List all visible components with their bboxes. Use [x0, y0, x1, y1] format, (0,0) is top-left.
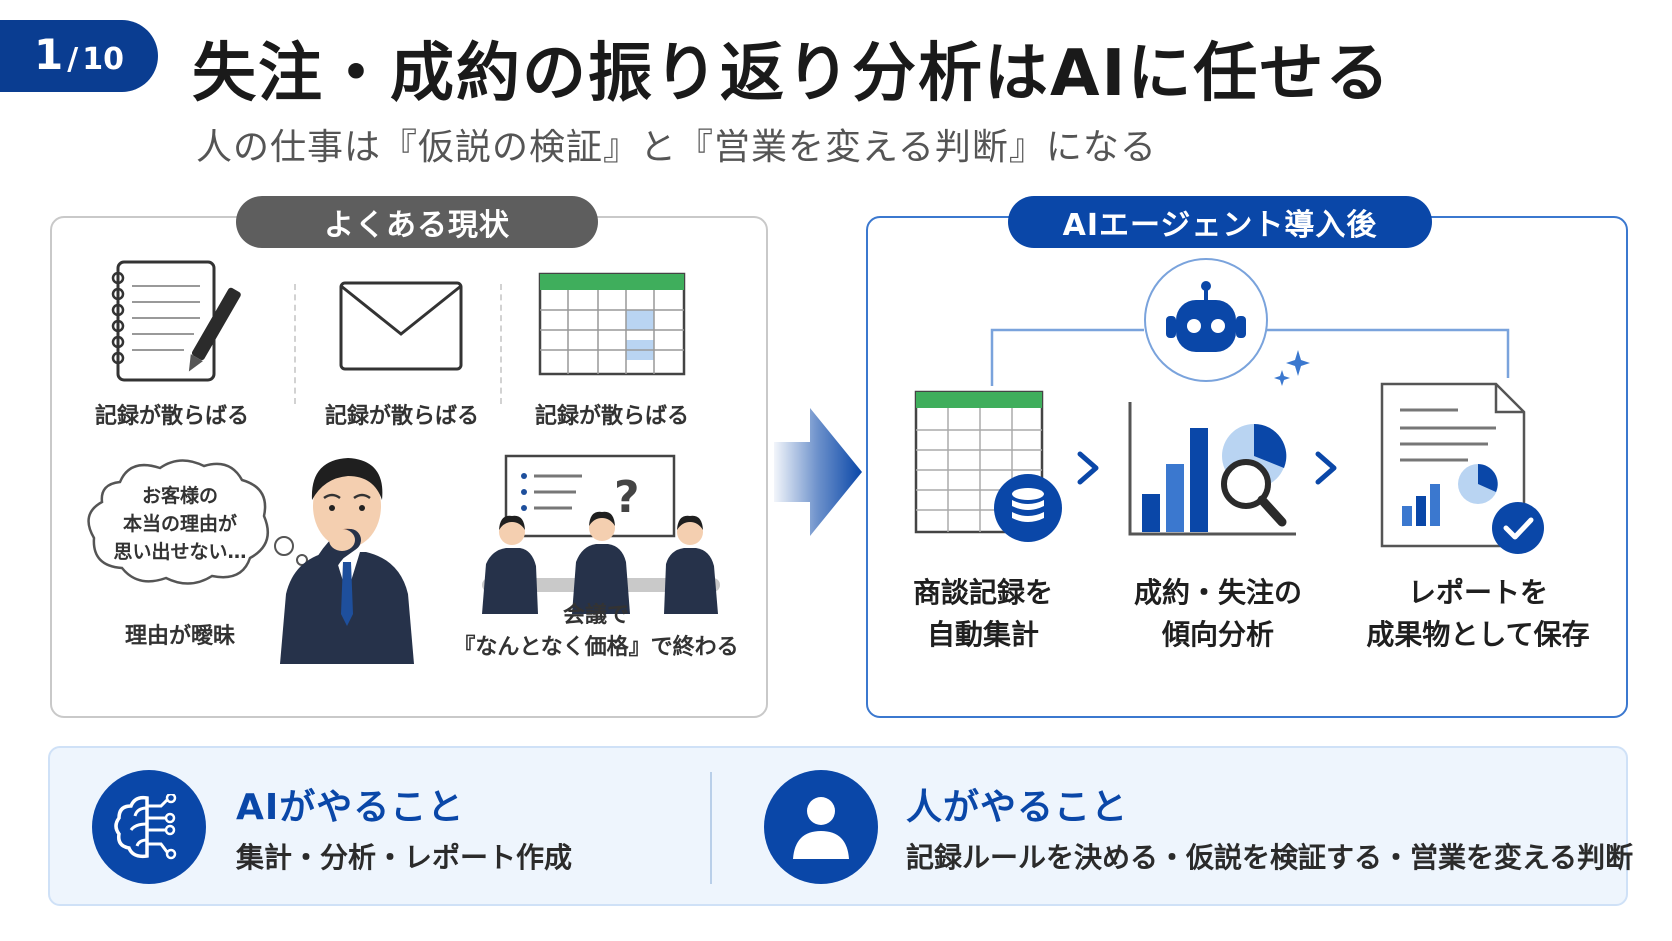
reason-unclear-label: 理由が曖昧	[124, 624, 235, 649]
step-3-line-2: 成果物として保存	[1366, 618, 1590, 651]
envelope-icon	[338, 280, 464, 372]
brain-circuit-icon	[92, 770, 206, 884]
divider	[710, 772, 712, 884]
current-state-tag: よくある現状	[236, 196, 598, 248]
notebook-icon	[104, 256, 244, 386]
meeting-illustration: ?	[476, 454, 726, 614]
spreadsheet-icon	[538, 272, 686, 376]
person-icon	[764, 770, 878, 884]
thought-line-1: お客様の	[141, 485, 218, 507]
scattered-label-2: 記録が散らばる	[324, 404, 479, 429]
analytics-chart-icon	[1126, 398, 1306, 548]
scattered-label-1: 記録が散らばる	[94, 404, 249, 429]
scattered-label-3: 記録が散らばる	[534, 404, 689, 429]
step-2-line-2: 傾向分析	[1161, 618, 1274, 651]
slide-total: 10	[82, 42, 124, 77]
thought-dot-icon	[274, 536, 294, 556]
slide-separator: /	[67, 42, 79, 77]
page-title: 失注・成約の振り返り分析はAIに任せる	[192, 37, 1392, 111]
thought-line-2: 本当の理由が	[122, 513, 237, 535]
step-1-label: 商談記録を 自動集計	[878, 572, 1088, 656]
ai-role-body: 集計・分析・レポート作成	[236, 841, 573, 874]
chevron-right-icon	[1312, 448, 1342, 492]
step-2-label: 成約・失注の 傾向分析	[1098, 572, 1338, 656]
role-summary-bar: AIがやること 集計・分析・レポート作成 人がやること 記録ルールを決める・仮説…	[48, 746, 1633, 906]
step-3-label: レポートを 成果物として保存	[1348, 572, 1608, 656]
meeting-label-line-1: 会議で	[562, 603, 629, 628]
human-role-heading: 人がやること	[906, 787, 1129, 828]
connector-lines	[990, 328, 1510, 386]
divider	[294, 284, 296, 404]
thought-bubble: お客様の 本当の理由が 思い出せない…	[80, 454, 280, 594]
slide-number-badge: 1 / 10	[0, 20, 158, 92]
database-table-icon	[914, 390, 1074, 542]
after-ai-tag: AIエージェント導入後	[1008, 196, 1432, 248]
sparkle-icon	[1272, 348, 1312, 392]
step-3-line-1: レポートを	[1407, 576, 1548, 609]
current-state-panel: よくある現状 記録が散らばる 記録が散らばる	[50, 196, 768, 718]
ai-role-heading: AIがやること	[236, 787, 465, 828]
transition-arrow-icon	[774, 408, 862, 540]
worried-businessman-icon	[274, 444, 420, 675]
step-1-line-1: 商談記録を	[912, 576, 1053, 609]
human-role-body: 記録ルールを決める・仮説を検証する・営業を変える判断	[906, 841, 1634, 874]
robot-icon	[1144, 258, 1268, 382]
svg-text:?: ?	[614, 472, 640, 523]
chevron-right-icon	[1074, 448, 1104, 492]
slide-current: 1	[34, 30, 64, 79]
divider	[500, 284, 502, 404]
step-1-line-2: 自動集計	[926, 618, 1039, 651]
page-subtitle: 人の仕事は『仮説の検証』と『営業を変える判断』になる	[196, 127, 1157, 168]
step-2-line-1: 成約・失注の	[1133, 576, 1302, 609]
after-ai-panel: AIエージェント導入後	[866, 196, 1628, 718]
report-document-icon	[1378, 380, 1548, 558]
meeting-label: 会議で 『なんとなく価格』で終わる	[448, 600, 744, 664]
meeting-label-line-2: 『なんとなく価格』で終わる	[453, 635, 739, 660]
thought-line-3: 思い出せない…	[113, 541, 247, 563]
